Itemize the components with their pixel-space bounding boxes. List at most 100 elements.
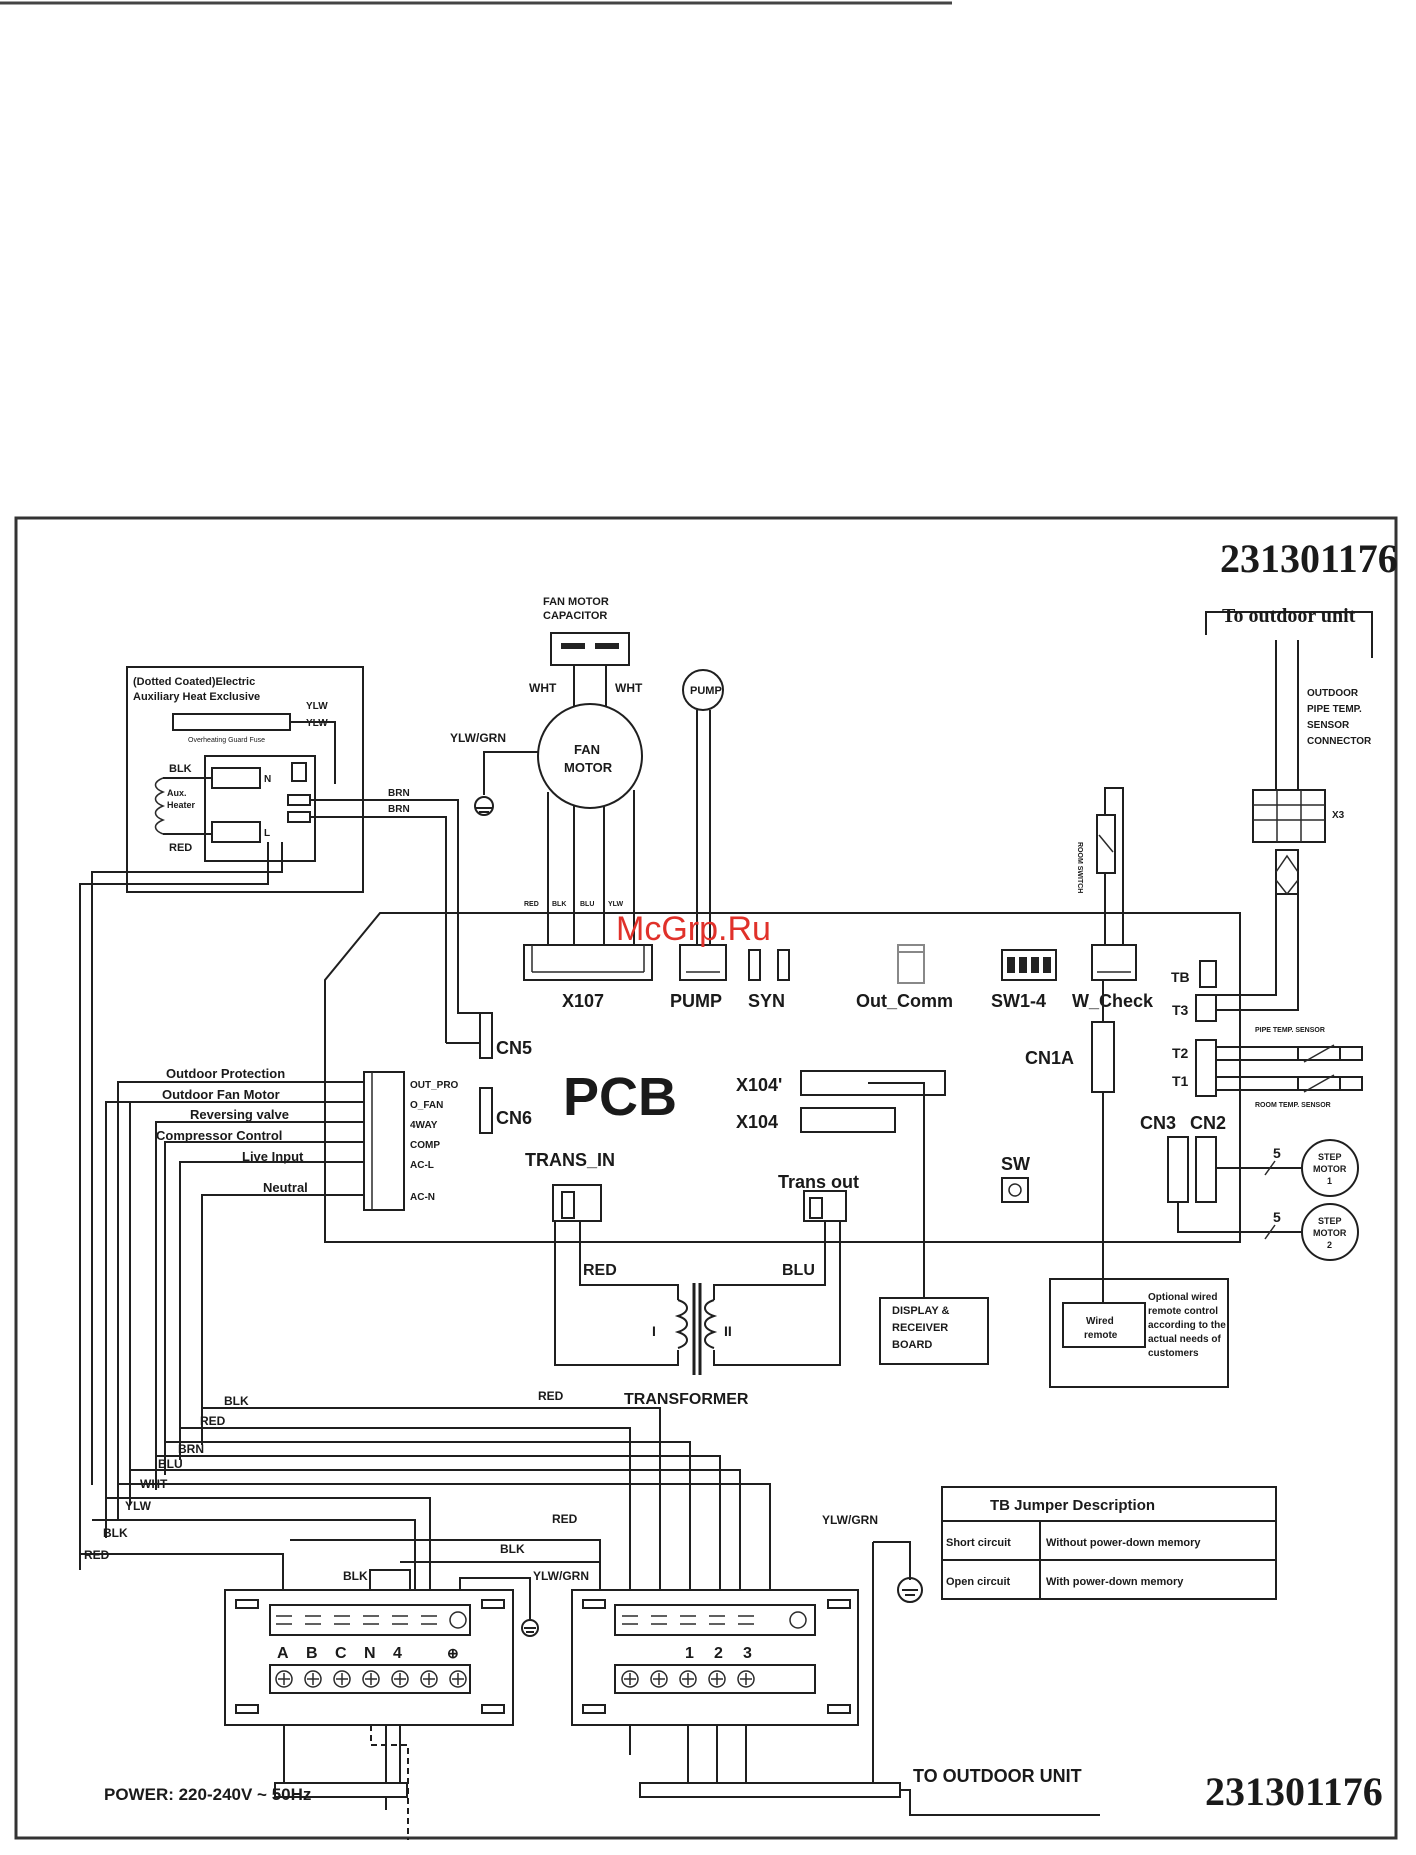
- svg-text:RED: RED: [524, 901, 539, 908]
- tb-row-2-col-2: With power-down memory: [1046, 1576, 1184, 1588]
- tb-row-1-col-1: Short circuit: [946, 1537, 1011, 1549]
- syn-label: SYN: [748, 991, 785, 1011]
- aux-heat-title-1: (Dotted Coated)Electric: [133, 676, 255, 688]
- harness-blu: BLU: [158, 1457, 183, 1471]
- pump-connector: [679, 944, 727, 981]
- wire-ylw-grn-fan: YLW/GRN: [450, 731, 506, 745]
- tb-label: TB: [1171, 969, 1190, 985]
- step-motor-2-count: 5: [1273, 1209, 1281, 1225]
- harness-ylw-grn-gnd: YLW/GRN: [822, 1513, 878, 1527]
- aux-terminal-a: [287, 794, 311, 806]
- diagram-id-bottom: 231301176: [1205, 1769, 1383, 1814]
- label-reversing-valve: Reversing valve: [190, 1107, 289, 1122]
- display-board-line-1: DISPLAY &: [892, 1305, 950, 1317]
- note-line-1: Optional wired: [1148, 1292, 1217, 1303]
- harness-ylw-grn-tb: YLW/GRN: [533, 1569, 589, 1583]
- diagram-id-top: 231301176: [1220, 536, 1398, 581]
- out-comm-connector: [897, 944, 925, 984]
- t2-t1-connector: [1195, 1039, 1217, 1097]
- label-live-input: Live Input: [242, 1149, 304, 1164]
- x104-label: X104: [736, 1112, 778, 1132]
- power-rating: POWER: 220-240V ~ 50Hz: [104, 1785, 311, 1804]
- fan-cap-label-1: FAN MOTOR: [543, 596, 609, 608]
- terminal-ground-symbol: ⊕: [447, 1645, 459, 1661]
- trans-in-label: TRANS_IN: [525, 1150, 615, 1170]
- cn5-label: CN5: [496, 1038, 532, 1058]
- syn-connector-a: [748, 949, 761, 981]
- aux-ylw-2: YLW: [306, 718, 328, 729]
- t3-label: T3: [1172, 1002, 1189, 1018]
- terminal-4: 4: [393, 1645, 402, 1662]
- pump-motor-label: PUMP: [690, 685, 722, 697]
- step-motor-1: [1301, 1139, 1359, 1197]
- terminal-a: A: [277, 1645, 289, 1662]
- wire-wht-right: WHT: [615, 681, 643, 695]
- outdoor-sensor-line-2: PIPE TEMP.: [1307, 704, 1362, 715]
- terminal-3: 3: [743, 1645, 752, 1662]
- terminal-2: 2: [714, 1645, 723, 1662]
- label-outdoor-protection: Outdoor Protection: [166, 1066, 285, 1081]
- display-receiver-board: [879, 1297, 989, 1365]
- t2-label: T2: [1172, 1045, 1189, 1061]
- step-motor-1-label-2: MOTOR: [1313, 1164, 1347, 1174]
- harness-blk2: BLK: [103, 1526, 128, 1540]
- terminal-block-right: [571, 1589, 859, 1726]
- cn1a-connector: [1091, 1021, 1115, 1093]
- pin-o-fan: O_FAN: [410, 1100, 443, 1111]
- cn2-connector: [1195, 1136, 1217, 1203]
- outdoor-sensor-line-1: OUTDOOR: [1307, 688, 1359, 699]
- fan-motor-label-2: MOTOR: [564, 760, 613, 775]
- pcb-label: PCB: [563, 1067, 677, 1127]
- wired-remote-label-2: remote: [1084, 1330, 1118, 1341]
- fan-cap-label-2: CAPACITOR: [543, 610, 607, 622]
- svg-text:YLW: YLW: [608, 901, 624, 908]
- pump-motor: [682, 669, 724, 711]
- overheat-fuse: [172, 713, 291, 731]
- to-outdoor-unit-top: To outdoor unit: [1222, 605, 1356, 627]
- cn5-connector: [479, 1012, 493, 1059]
- aux-red: RED: [169, 842, 192, 854]
- sw-button: [1001, 1177, 1029, 1203]
- sw-label: SW: [1001, 1154, 1030, 1174]
- step-motor-2: [1301, 1203, 1359, 1261]
- io-labels: Outdoor Protection Outdoor Fan Motor Rev…: [156, 1066, 308, 1195]
- tb-jumper-table: [941, 1486, 1277, 1600]
- note-line-5: customers: [1148, 1348, 1199, 1359]
- heater-label-1: Aux.: [167, 788, 187, 798]
- note-line-3: according to the: [1148, 1320, 1226, 1331]
- cn2-label: CN2: [1190, 1113, 1226, 1133]
- x104-connector: [800, 1107, 896, 1133]
- display-board-line-2: RECEIVER: [892, 1322, 948, 1334]
- terminal-1: 1: [685, 1645, 694, 1662]
- aux-relay-l: [211, 821, 261, 843]
- label-outdoor-fan-motor: Outdoor Fan Motor: [162, 1087, 280, 1102]
- aux-heat-box: [126, 666, 364, 893]
- terminal-left-labels: A B C N 4: [277, 1645, 402, 1662]
- tb-row-1-col-2: Without power-down memory: [1046, 1537, 1201, 1549]
- harness-brn: BRN: [178, 1442, 204, 1456]
- label-compressor-control: Compressor Control: [156, 1128, 282, 1143]
- trans-in-connector: [552, 1184, 602, 1222]
- trans-out-label: Trans out: [778, 1172, 859, 1192]
- step-motor-2-label-3: 2: [1327, 1240, 1332, 1250]
- outdoor-sensor-line-4: CONNECTOR: [1307, 736, 1372, 747]
- tb-jumper-title: TB Jumper Description: [990, 1497, 1155, 1514]
- room-switch-label: ROOM SWITCH: [1076, 842, 1083, 893]
- aux-fuse-contact: [291, 762, 307, 782]
- pcb-board: [324, 912, 1241, 1243]
- room-temp-sensor: ROOM TEMP. SENSOR: [1255, 1102, 1331, 1109]
- harness-red: RED: [200, 1414, 226, 1428]
- x3-label: X3: [1332, 810, 1345, 821]
- cn1a-label: CN1A: [1025, 1048, 1074, 1068]
- x107-connector: [523, 944, 653, 981]
- io-pins: OUT_PRO O_FAN 4WAY COMP AC-L AC-N: [410, 1080, 459, 1203]
- harness-wht: WHT: [140, 1477, 168, 1491]
- fan-motor: [537, 703, 643, 809]
- sw1-4-label: SW1-4: [991, 991, 1046, 1011]
- step-motor-2-label-1: STEP: [1318, 1216, 1342, 1226]
- label-neutral: Neutral: [263, 1180, 308, 1195]
- cn6-label: CN6: [496, 1108, 532, 1128]
- pin-comp: COMP: [410, 1140, 440, 1151]
- trans-primary: I: [652, 1323, 656, 1339]
